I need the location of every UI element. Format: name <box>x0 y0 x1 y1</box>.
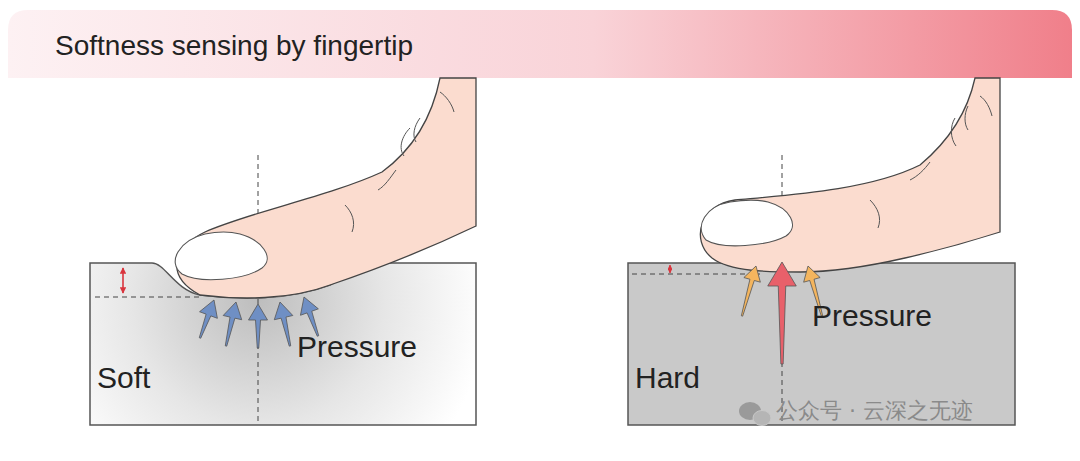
finger-crease <box>345 205 354 232</box>
finger-crease <box>965 106 968 130</box>
finger-crease <box>378 170 396 190</box>
pressure-label: Pressure <box>297 332 417 362</box>
pressure-arrow <box>741 266 760 316</box>
watermark-text: 公众号 · 云深之无迹 <box>776 400 973 422</box>
pressure-arrow <box>249 304 268 348</box>
finger <box>700 78 1000 272</box>
finger-crease <box>401 128 410 156</box>
block-body <box>90 263 476 425</box>
pressure-arrow <box>300 297 318 336</box>
watermark-icon <box>753 411 771 426</box>
finger-crease <box>980 96 992 116</box>
material-label: Soft <box>97 363 150 393</box>
finger-crease <box>910 162 930 180</box>
block-body <box>628 263 1015 425</box>
fingernail <box>175 232 267 280</box>
watermark-icon <box>739 402 761 420</box>
pressure-arrow <box>768 262 797 364</box>
pressure-label: Pressure <box>812 301 932 331</box>
fingernail <box>701 200 792 246</box>
depth-arrow <box>669 265 670 273</box>
title-banner <box>8 10 1072 78</box>
pressure-arrow <box>223 302 242 346</box>
pressure-arrow <box>274 302 293 346</box>
pressure-arrow <box>804 266 823 316</box>
guide-line <box>258 155 259 425</box>
guide-line <box>95 297 200 298</box>
finger-crease <box>870 200 880 228</box>
guide-line <box>782 155 783 425</box>
finger-crease <box>951 118 956 146</box>
block-outline <box>90 263 476 425</box>
finger <box>177 78 476 298</box>
guide-line <box>632 274 760 275</box>
finger-crease <box>414 118 420 142</box>
material-block: PressureSoft <box>90 263 476 425</box>
title-text: Softness sensing by fingertip <box>55 32 413 60</box>
finger-crease <box>440 92 454 112</box>
depth-arrow <box>122 268 124 293</box>
pressure-arrow <box>199 300 217 338</box>
material-label: Hard <box>635 363 700 393</box>
